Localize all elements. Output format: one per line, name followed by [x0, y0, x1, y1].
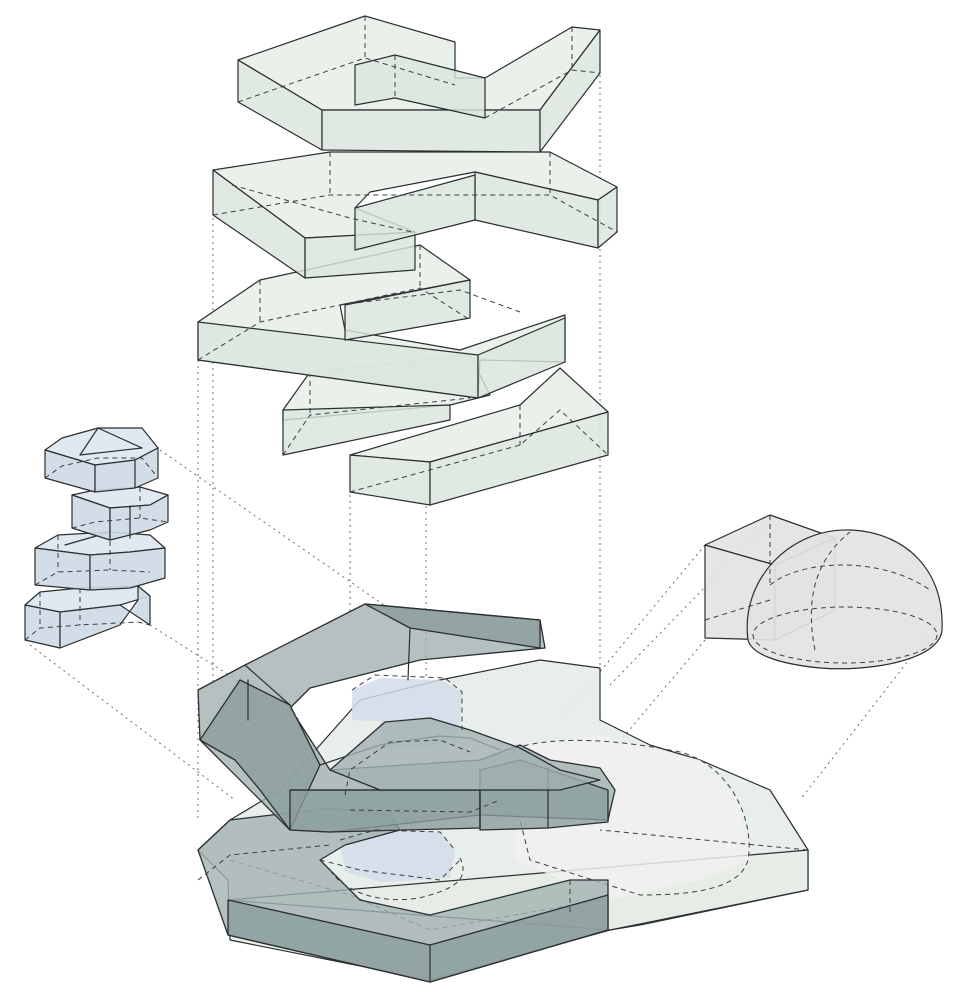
base-dark-ring-lower [197, 807, 609, 983]
tower-slab [197, 244, 566, 399]
stacked-box-cluster [24, 427, 169, 649]
cluster-volume [71, 486, 169, 541]
cluster-volume [44, 427, 159, 493]
base-dark-ring-upper [197, 603, 616, 901]
cluster-volume [34, 531, 166, 591]
tower-slab [237, 15, 601, 153]
stacked-slab-tower [197, 15, 618, 506]
tower-slab [212, 151, 618, 279]
tower-slab [349, 367, 609, 506]
ground-floor-base [197, 603, 809, 983]
cube-dome-volume [704, 514, 943, 670]
cluster-volume [24, 585, 151, 649]
